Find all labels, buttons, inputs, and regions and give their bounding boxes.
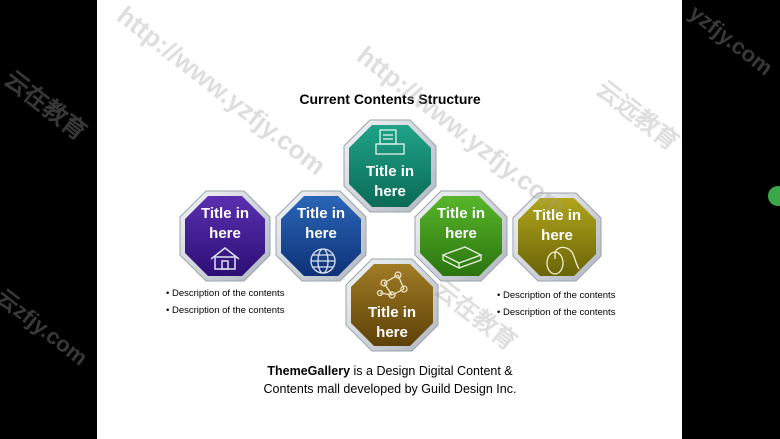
description-item: Description of the contents (497, 287, 615, 304)
diagram-title: Current Contents Structure (299, 91, 481, 107)
right-descriptions: Description of the contents Description … (497, 287, 615, 321)
watermark: 云zfjy.com (0, 283, 93, 371)
footer-brand: ThemeGallery (267, 364, 351, 378)
footer-line1: is a Design Digital Content & (350, 364, 513, 378)
footer-line2: Contents mall developed by Guild Design … (263, 382, 517, 396)
mouse-icon (546, 246, 580, 275)
globe-icon (310, 248, 336, 274)
book-icon (441, 246, 483, 269)
footer-text: ThemeGallery is a Design Digital Content… (0, 362, 780, 398)
side-indicator-dot (768, 186, 780, 206)
watermark: yzfjy.com (684, 0, 778, 81)
description-item: Description of the contents (497, 304, 615, 321)
description-item: Description of the contents (166, 302, 284, 319)
house-icon (210, 247, 240, 270)
left-descriptions: Description of the contents Description … (166, 285, 284, 319)
network-icon (376, 271, 408, 299)
printer-icon (375, 129, 405, 155)
description-item: Description of the contents (166, 285, 284, 302)
